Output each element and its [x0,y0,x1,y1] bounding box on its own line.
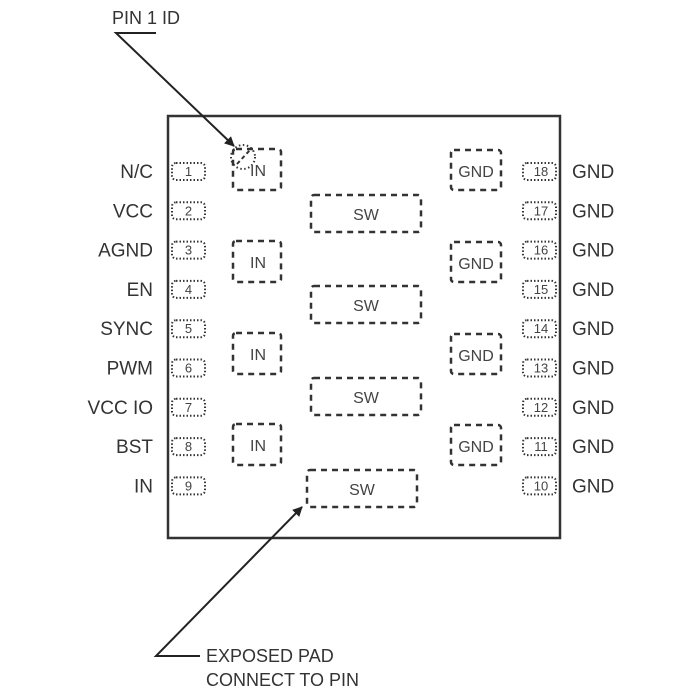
pin-pad-10 [522,476,557,496]
exposed-pad-leader-line [153,506,303,657]
pin-name-18: GND [572,162,614,183]
pin-name-4: EN [127,280,153,301]
gnd-pad-1 [449,148,503,192]
pin-pad-6 [171,358,206,378]
gnd-pad-2 [449,240,503,284]
pin-number-6: 6 [185,361,192,376]
gnd-pad-label: GND [458,164,494,181]
pin-number-5: 5 [185,321,192,336]
sw-pad-1 [309,193,423,234]
sw-pad-label: SW [349,482,376,499]
pin-number-15: 15 [534,282,548,297]
sw-pad-label: SW [353,298,380,315]
gnd-pad-3 [449,332,503,376]
gnd-pad-label: GND [458,256,494,273]
pin1-id-leader-line [113,32,235,147]
pin-pad-8 [171,437,206,457]
pin-number-7: 7 [185,400,192,415]
pin-pad-17 [522,201,557,221]
gnd-pad-group: GND GND GND GND [449,148,503,467]
pin-number-14: 14 [534,321,548,336]
pin-name-2: VCC [113,201,153,222]
pin-number-18: 18 [534,164,548,179]
pin-number-3: 3 [185,243,192,258]
pin-name-9: IN [134,476,153,497]
pin-number-10: 10 [534,478,548,493]
pin-name-6: PWM [107,359,153,380]
pin-number-1: 1 [185,164,192,179]
pin-number-16: 16 [534,243,548,258]
gnd-pad-label: GND [458,348,494,365]
gnd-pad-label: GND [458,439,494,456]
pin-number-8: 8 [185,439,192,454]
pin-pad-2 [171,201,206,221]
pin-number-13: 13 [534,361,548,376]
pin-name-17: GND [572,201,614,222]
pin-name-1: N/C [120,162,153,183]
pin-number-9: 9 [185,478,192,493]
pin-name-5: SYNC [100,319,153,340]
pin-name-12: GND [572,398,614,419]
pin-pad-9 [171,476,206,496]
pin-pad-3 [171,240,206,260]
pin-name-10: GND [572,476,614,497]
sw-pad-label: SW [353,207,380,224]
in-pad-label: IN [250,347,266,364]
pin-pad-11 [522,437,557,457]
in-pad-group: IN IN IN IN [231,147,283,467]
sw-pad-3 [309,376,423,417]
pin-pad-4 [171,279,206,299]
pin-pad-18 [522,162,557,181]
in-pad-label: IN [250,163,266,180]
pin-name-7: VCC IO [88,398,153,419]
sw-pad-label: SW [353,390,380,407]
pin-number-2: 2 [185,203,192,218]
pin-name-11: GND [572,437,614,458]
pin-number-11: 11 [534,439,548,454]
pin-name-16: GND [572,241,614,262]
in-pad-label: IN [250,438,266,455]
pin1-indicator-circle [230,144,256,170]
pin-number-4: 4 [185,282,192,297]
pin1-id-label: PIN 1 ID [112,8,180,28]
pin-pad-16 [522,240,557,260]
pin-pad-14 [522,319,557,339]
gnd-pad-4 [449,423,503,467]
pin-pad-13 [522,358,557,378]
pin-pad-7 [171,397,206,417]
left-pin-column: 1 N/C 2 VCC 3 AGND 4 EN 5 SYNC 6 PWM 7 VCC IO 8 BST 9 IN [88,162,206,497]
exposed-pad-label-line1: EXPOSED PAD [206,646,334,666]
pin-number-17: 17 [534,203,548,218]
pin-name-15: GND [572,280,614,301]
pin-pad-1 [171,162,206,181]
pin1-indicator-slash [236,149,251,165]
exposed-pad-label-line2: CONNECT TO PIN [206,670,359,690]
pin-pad-15 [522,279,557,299]
package-outline [166,114,562,540]
sw-pad-2 [309,284,423,325]
sw-pad-4 [305,468,419,509]
pin-number-12: 12 [534,400,548,415]
pin-pad-5 [171,319,206,339]
sw-pad-group: SW SW SW SW [305,193,423,509]
in-pad-label: IN [250,255,266,272]
pin-name-14: GND [572,319,614,340]
pin-pad-12 [522,397,557,417]
pin-name-3: AGND [98,241,153,262]
pin-name-13: GND [572,359,614,380]
pin-name-8: BST [116,437,153,458]
